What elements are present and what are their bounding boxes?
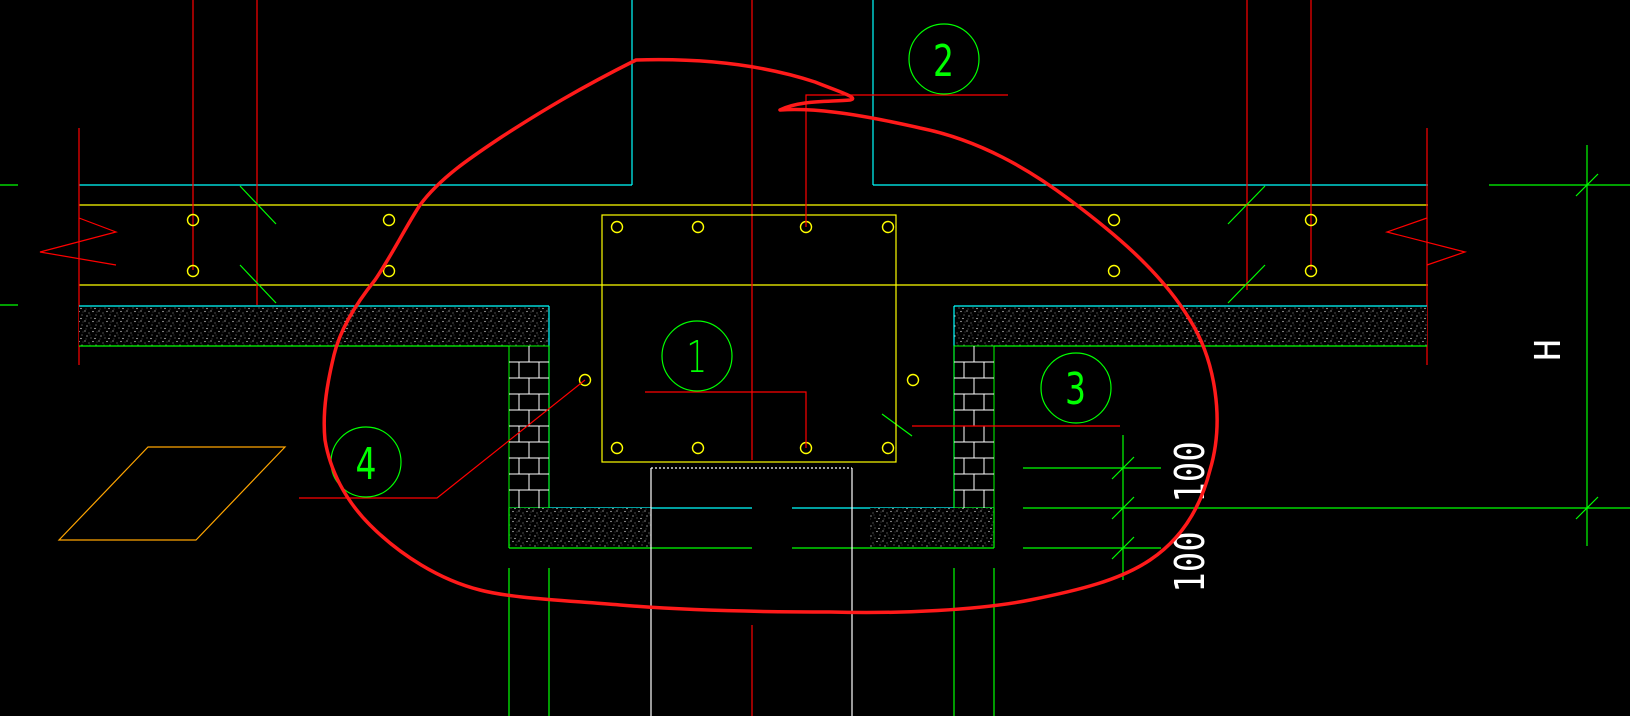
callout-2-label: 2: [933, 36, 954, 87]
brick-wall-left: [508, 345, 550, 509]
callout-1: 1: [661, 320, 733, 392]
leader-lines: [299, 94, 1120, 499]
markup-freehand-circle: [322, 57, 1219, 615]
diagonal-ticks: [239, 185, 1266, 437]
concrete-slab-left: [79, 305, 549, 347]
pit-bottom-right: [792, 508, 995, 549]
brick-wall-right: [953, 345, 995, 509]
dim-upper-label: 100: [1166, 441, 1214, 502]
callout-3-label: 3: [1065, 364, 1086, 415]
break-line-left: [39, 217, 118, 266]
callout-4-label: 4: [356, 439, 377, 490]
callout-1-label: 1: [686, 332, 707, 383]
concrete-slab-right: [954, 305, 1427, 347]
callout-2: 2: [908, 23, 980, 95]
break-line-right: [1384, 217, 1468, 266]
pit-bottom-left: [508, 508, 752, 549]
lower-walls: [508, 568, 995, 716]
dimension-lines: [1023, 145, 1630, 580]
orange-parallelogram: [57, 446, 287, 541]
drain-pipe: [650, 467, 853, 716]
height-label: H: [1528, 339, 1569, 361]
rebar-verticals: [192, 0, 1312, 716]
slab-outline: [78, 0, 1428, 365]
column-box: [601, 214, 897, 463]
callout-3: 3: [1040, 352, 1112, 424]
